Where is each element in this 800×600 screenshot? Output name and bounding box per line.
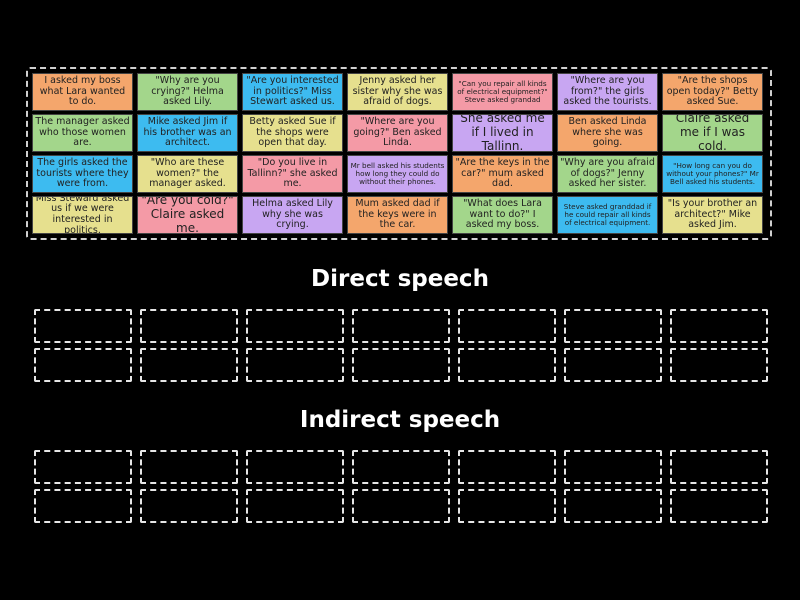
indirect-speech-slot[interactable] — [352, 489, 450, 523]
sentence-card[interactable]: "Why are you afraid of dogs?" Jenny aske… — [557, 155, 658, 193]
indirect-speech-slot[interactable] — [564, 450, 662, 484]
sentence-card[interactable]: "Are you cold?" Claire asked me. — [137, 196, 238, 234]
sentence-card[interactable]: The manager asked who those women are. — [32, 114, 133, 152]
indirect-speech-slot[interactable] — [34, 489, 132, 523]
sentence-card[interactable]: "Why are you crying?" Helma asked Lily. — [137, 73, 238, 111]
sentence-card[interactable]: "Where are you going?" Ben asked Linda. — [347, 114, 448, 152]
sentence-card[interactable]: Ben asked Linda where she was going. — [557, 114, 658, 152]
sentence-card[interactable]: Mr bell asked his students how long they… — [347, 155, 448, 193]
sentence-card[interactable]: She asked me if I lived in Tallinn. — [452, 114, 553, 152]
sentence-card[interactable]: "Are the shops open today?" Betty asked … — [662, 73, 763, 111]
indirect-speech-slot[interactable] — [246, 489, 344, 523]
sentence-card[interactable]: Miss Steward asked us if we were interes… — [32, 196, 133, 234]
sentence-card[interactable]: Helma asked Lily why she was crying. — [242, 196, 343, 234]
direct-speech-slot[interactable] — [246, 348, 344, 382]
sentence-card[interactable]: "How long can you do without your phones… — [662, 155, 763, 193]
indirect-speech-slot[interactable] — [246, 450, 344, 484]
direct-speech-slot[interactable] — [34, 309, 132, 343]
direct-speech-slot[interactable] — [246, 309, 344, 343]
sentence-card[interactable]: "Do you live in Tallinn?" she asked me. — [242, 155, 343, 193]
sentence-card[interactable]: Claire asked me if I was cold. — [662, 114, 763, 152]
direct-speech-slot[interactable] — [34, 348, 132, 382]
sentence-card[interactable]: Mum asked dad if the keys were in the ca… — [347, 196, 448, 234]
indirect-speech-slot[interactable] — [140, 450, 238, 484]
sentence-card[interactable]: "Can you repair all kinds of electrical … — [452, 73, 553, 111]
sentence-card[interactable]: I asked my boss what Lara wanted to do. — [32, 73, 133, 111]
direct-speech-slot[interactable] — [564, 309, 662, 343]
indirect-speech-slot[interactable] — [564, 489, 662, 523]
direct-speech-slot[interactable] — [140, 348, 238, 382]
direct-speech-slot[interactable] — [670, 309, 768, 343]
indirect-speech-slot[interactable] — [670, 450, 768, 484]
sentence-card[interactable]: "Where are you from?" the girls asked th… — [557, 73, 658, 111]
sentence-card[interactable]: Steve asked granddad if he could repair … — [557, 196, 658, 234]
direct-speech-slot[interactable] — [140, 309, 238, 343]
sentence-card[interactable]: "What does Lara want to do?" I asked my … — [452, 196, 553, 234]
sentence-card[interactable]: Jenny asked her sister why she was afrai… — [347, 73, 448, 111]
card-pool: I asked my boss what Lara wanted to do."… — [26, 67, 772, 240]
card-grid: I asked my boss what Lara wanted to do."… — [32, 73, 763, 234]
direct-speech-drop-zone — [34, 309, 768, 382]
sentence-card[interactable]: The girls asked the tourists where they … — [32, 155, 133, 193]
direct-speech-slot[interactable] — [458, 309, 556, 343]
indirect-speech-heading: Indirect speech — [299, 407, 501, 433]
sentence-card[interactable]: "Who are these women?" the manager asked… — [137, 155, 238, 193]
direct-speech-slot[interactable] — [458, 348, 556, 382]
indirect-speech-slot[interactable] — [670, 489, 768, 523]
indirect-speech-slot[interactable] — [458, 450, 556, 484]
direct-speech-slot[interactable] — [670, 348, 768, 382]
indirect-speech-slot[interactable] — [458, 489, 556, 523]
direct-speech-slot[interactable] — [564, 348, 662, 382]
sentence-card[interactable]: Betty asked Sue if the shops were open t… — [242, 114, 343, 152]
indirect-speech-drop-zone — [34, 450, 768, 523]
sentence-card[interactable]: "Are the keys in the car?" mum asked dad… — [452, 155, 553, 193]
direct-speech-heading: Direct speech — [311, 266, 489, 292]
indirect-speech-slot[interactable] — [140, 489, 238, 523]
direct-speech-slot[interactable] — [352, 309, 450, 343]
sentence-card[interactable]: "Is your brother an architect?" Mike ask… — [662, 196, 763, 234]
sentence-card[interactable]: Mike asked Jim if his brother was an arc… — [137, 114, 238, 152]
indirect-speech-slot[interactable] — [34, 450, 132, 484]
indirect-speech-slot[interactable] — [352, 450, 450, 484]
sentence-card[interactable]: "Are you interested in politics?" Miss S… — [242, 73, 343, 111]
direct-speech-slot[interactable] — [352, 348, 450, 382]
